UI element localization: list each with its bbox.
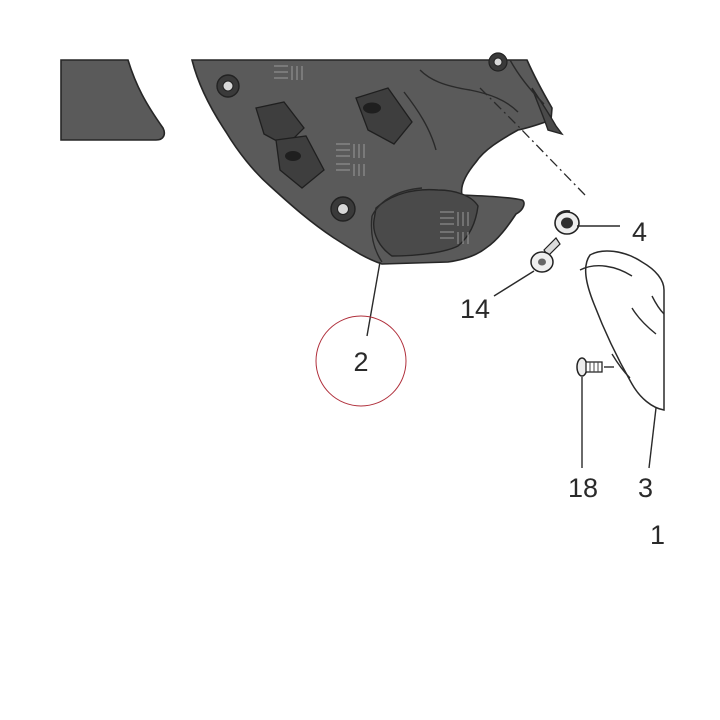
callout-label-2: 2 xyxy=(353,347,368,377)
grommet-hole xyxy=(488,52,508,72)
callout-label-4: 4 xyxy=(632,217,647,247)
grommet-hole xyxy=(330,196,356,222)
fastener-4-grommet xyxy=(554,210,580,235)
callout-label-1: 1 xyxy=(650,520,665,550)
clip-boss xyxy=(355,87,413,145)
callout-label-18: 18 xyxy=(568,473,598,503)
highlight-circle xyxy=(315,315,407,407)
leader-line-2 xyxy=(366,261,381,337)
left-panel-piece xyxy=(60,59,166,141)
leader-line-3 xyxy=(648,407,657,469)
main-undertray-part xyxy=(190,52,564,265)
leader-line-14 xyxy=(493,270,535,297)
side-bracket-part xyxy=(579,250,665,411)
grommet-hole xyxy=(216,74,240,98)
callout-label-3: 3 xyxy=(638,473,653,503)
surface-texture-mark xyxy=(274,65,469,244)
clip-boss xyxy=(255,101,325,189)
callout-label-14: 14 xyxy=(460,294,490,324)
fastener-14-screw xyxy=(530,237,561,273)
fastener-18-bolt xyxy=(576,357,614,377)
